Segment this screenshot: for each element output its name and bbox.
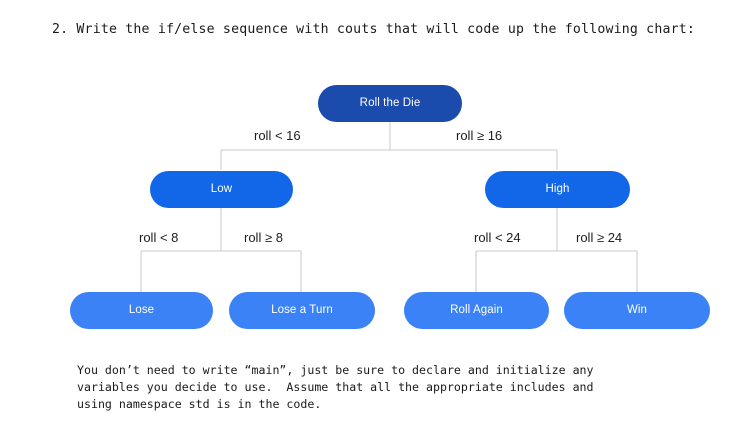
node-win[interactable]: Win bbox=[564, 292, 710, 329]
instructions-line-3: using namespace std is in the code. bbox=[77, 396, 322, 411]
node-roll-the-die[interactable]: Roll the Die bbox=[318, 85, 462, 122]
edge-label-roll-lt-16: roll < 16 bbox=[254, 128, 301, 143]
question-prompt: 2. Write the if/else sequence with couts… bbox=[52, 22, 696, 37]
instructions-line-1: You don’t need to write “main”, just be … bbox=[77, 363, 594, 377]
instructions-paragraph: You don’t need to write “main”, just be … bbox=[77, 362, 717, 412]
decision-tree-chart: Roll the Die roll < 16 roll ≥ 16 Low Hig… bbox=[0, 70, 733, 345]
instructions-line-2: variables you decide to use. Assume that… bbox=[77, 379, 594, 394]
node-lose-a-turn[interactable]: Lose a Turn bbox=[229, 292, 375, 329]
node-low[interactable]: Low bbox=[150, 171, 293, 208]
connector-lines bbox=[140, 122, 638, 292]
node-roll-again[interactable]: Roll Again bbox=[404, 292, 549, 329]
edge-label-roll-lt-8: roll < 8 bbox=[139, 230, 179, 245]
edge-label-roll-gte-16: roll ≥ 16 bbox=[456, 128, 503, 143]
edge-label-roll-gte-8: roll ≥ 8 bbox=[244, 230, 283, 245]
node-lose[interactable]: Lose bbox=[70, 292, 213, 329]
edge-label-roll-gte-24: roll ≥ 24 bbox=[576, 230, 623, 245]
edge-label-roll-lt-24: roll < 24 bbox=[474, 230, 521, 245]
node-high[interactable]: High bbox=[485, 171, 630, 208]
